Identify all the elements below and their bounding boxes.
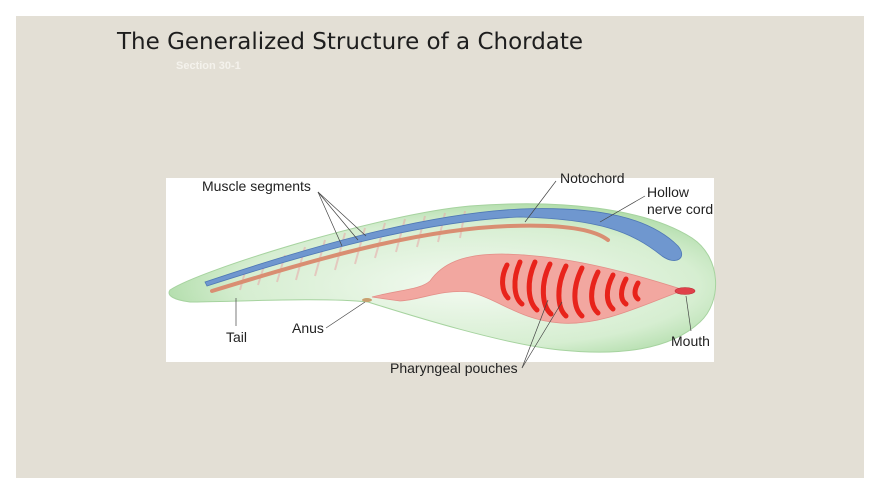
pharyngeal-pouches bbox=[500, 259, 641, 319]
label-hollow-line2: nerve cord bbox=[647, 201, 714, 217]
label-pharyngeal-pouches: Pharyngeal pouches bbox=[390, 360, 518, 376]
label-notochord: Notochord bbox=[560, 170, 625, 186]
slide-subtitle: Section 30-1 bbox=[176, 60, 241, 72]
label-mouth: Mouth bbox=[671, 333, 710, 349]
label-anus: Anus bbox=[292, 320, 324, 336]
mouth-opening bbox=[674, 287, 696, 295]
slide-title: The Generalized Structure of a Chordate bbox=[117, 29, 584, 55]
hollow-nerve-cord bbox=[204, 208, 683, 287]
label-muscle-segments: Muscle segments bbox=[202, 178, 311, 194]
label-hollow-nerve-cord: Hollow nerve cord bbox=[647, 184, 713, 218]
label-tail: Tail bbox=[226, 329, 248, 345]
anus-opening bbox=[362, 298, 372, 302]
notochord bbox=[210, 223, 610, 293]
label-hollow-line1: Hollow bbox=[647, 184, 690, 200]
leader-lines bbox=[235, 180, 692, 369]
